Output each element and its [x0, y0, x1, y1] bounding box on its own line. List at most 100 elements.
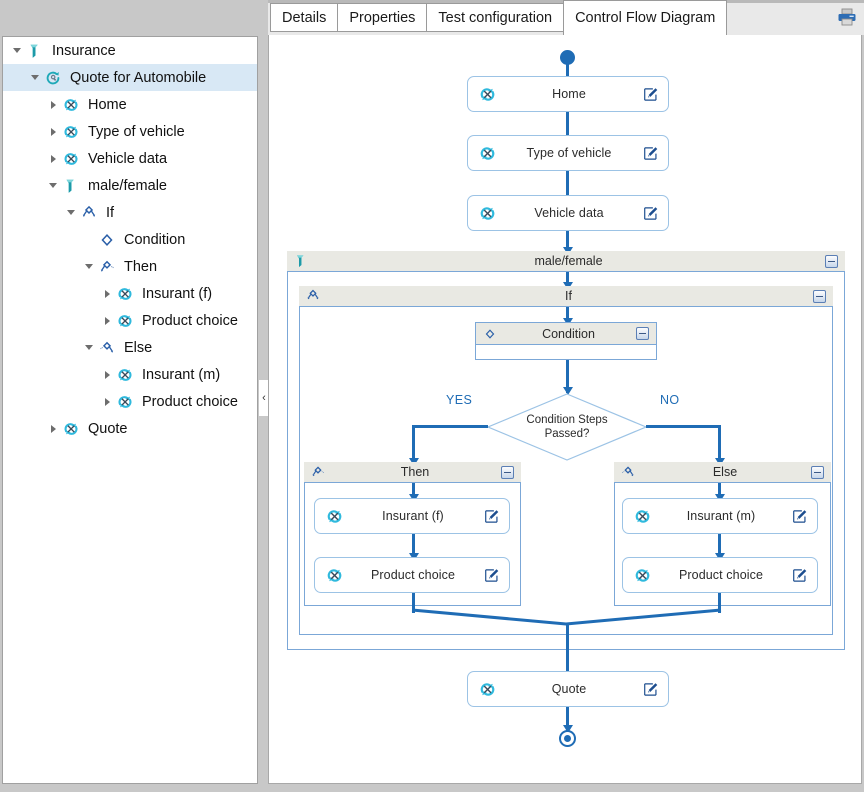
sidebar-item-product-choice[interactable]: Product choice: [3, 388, 257, 415]
expand-arrow-icon[interactable]: [47, 98, 60, 111]
node-product-choice-then[interactable]: Product choice: [314, 557, 510, 593]
end-node[interactable]: [559, 730, 576, 747]
collapse-arrow-icon[interactable]: [29, 71, 42, 84]
tab-properties[interactable]: Properties: [337, 3, 428, 32]
sidebar-collapse-handle[interactable]: ‹: [259, 380, 269, 416]
sidebar-item-label: Insurant (m): [142, 366, 221, 383]
sidebar-item-if[interactable]: If: [3, 199, 257, 226]
tab-control-flow-diagram[interactable]: Control Flow Diagram: [563, 0, 728, 35]
service-icon: [62, 149, 82, 169]
condition-label: Condition: [542, 326, 595, 341]
sidebar-item-type-of-vehicle[interactable]: Type of vehicle: [3, 118, 257, 145]
expand-arrow-icon[interactable]: [101, 314, 114, 327]
edge-yes-vertical: [412, 425, 415, 464]
collapse-button[interactable]: [825, 254, 838, 268]
sidebar-item-product-choice[interactable]: Product choice: [3, 307, 257, 334]
edge-no-vertical: [718, 425, 721, 464]
collapse-arrow-icon[interactable]: [47, 179, 60, 192]
node-home[interactable]: Home: [467, 76, 669, 112]
sidebar-item-condition[interactable]: Condition: [3, 226, 257, 253]
node-label: Home: [552, 87, 586, 101]
print-button[interactable]: [834, 5, 860, 29]
expand-arrow-icon[interactable]: [47, 152, 60, 165]
edge-if-condition: [566, 307, 569, 324]
collapse-button[interactable]: [811, 465, 824, 479]
expand-arrow-icon[interactable]: [47, 422, 60, 435]
tab-test-configuration[interactable]: Test configuration: [426, 3, 565, 32]
container-label: male/female: [534, 254, 603, 268]
sidebar-item-vehicle-data[interactable]: Vehicle data: [3, 145, 257, 172]
printer-icon: [836, 6, 858, 28]
expand-arrow-icon[interactable]: [101, 368, 114, 381]
collapse-button[interactable]: [501, 465, 514, 479]
service-icon: [474, 85, 500, 104]
edit-icon[interactable]: [638, 205, 662, 222]
sidebar-item-label: Insurant (f): [142, 285, 213, 302]
sidebar-item-insurance[interactable]: Insurance: [3, 37, 257, 64]
node-insurant-m[interactable]: Insurant (m): [622, 498, 818, 534]
decision-diamond[interactable]: Condition Steps Passed?: [487, 393, 647, 461]
collapse-arrow-icon[interactable]: [65, 206, 78, 219]
collapse-button[interactable]: [636, 327, 649, 340]
edge-home-typeveh: [566, 112, 569, 138]
sidebar-item-label: Product choice: [142, 393, 238, 410]
container-header-if[interactable]: If: [299, 286, 833, 307]
sidebar-item-else[interactable]: Else: [3, 334, 257, 361]
collapse-button[interactable]: [813, 289, 826, 303]
edge-quote-end: [566, 707, 569, 734]
container-header-then[interactable]: Then: [304, 462, 521, 483]
sidebar-item-label: If: [106, 204, 115, 221]
sidebar-item-quote[interactable]: Quote: [3, 415, 257, 442]
expand-arrow-icon[interactable]: [101, 395, 114, 408]
expand-arrow-icon[interactable]: [47, 125, 60, 138]
condition-icon: [98, 230, 118, 250]
sidebar-item-male-female[interactable]: male/female: [3, 172, 257, 199]
container-header-male-female[interactable]: male/female: [287, 251, 845, 272]
edit-icon[interactable]: [787, 508, 811, 525]
condition-header[interactable]: Condition: [476, 323, 656, 345]
service-icon: [474, 144, 500, 163]
edge-merge-quote: [566, 623, 569, 680]
sidebar-item-then[interactable]: Then: [3, 253, 257, 280]
edge-typeveh-vehdata: [566, 171, 569, 197]
container-header-else[interactable]: Else: [614, 462, 831, 483]
node-type-of-vehicle[interactable]: Type of vehicle: [467, 135, 669, 171]
service-icon: [629, 566, 655, 585]
edit-icon[interactable]: [479, 567, 503, 584]
node-vehicle-data[interactable]: Vehicle data: [467, 195, 669, 231]
edit-icon[interactable]: [638, 86, 662, 103]
node-condition[interactable]: Condition: [475, 322, 657, 360]
chevron-left-icon: ‹: [262, 392, 266, 404]
sidebar-item-label: Insurance: [52, 42, 116, 59]
edge-else-merge: [718, 593, 721, 613]
branch-label-no: NO: [660, 393, 680, 407]
node-product-choice-else[interactable]: Product choice: [622, 557, 818, 593]
edit-icon[interactable]: [638, 681, 662, 698]
tab-details[interactable]: Details: [270, 3, 339, 32]
then-icon: [98, 257, 118, 277]
sidebar-item-home[interactable]: Home: [3, 91, 257, 118]
start-node[interactable]: [560, 50, 575, 65]
sidebar-item-insurant-f[interactable]: Insurant (f): [3, 280, 257, 307]
edit-icon[interactable]: [787, 567, 811, 584]
node-insurant-f[interactable]: Insurant (f): [314, 498, 510, 534]
node-quote[interactable]: Quote: [467, 671, 669, 707]
control-flow-diagram-panel[interactable]: Home Type of vehicle: [268, 35, 862, 784]
sidebar-item-insurant-m[interactable]: Insurant (m): [3, 361, 257, 388]
expand-arrow-icon[interactable]: [101, 287, 114, 300]
edit-icon[interactable]: [638, 145, 662, 162]
tab-label: Properties: [349, 9, 416, 26]
if-icon: [80, 203, 100, 223]
collapse-arrow-icon[interactable]: [83, 260, 96, 273]
then-icon: [307, 464, 329, 480]
else-icon: [617, 464, 639, 480]
sidebar-item-label: Else: [124, 339, 153, 356]
sidebar-item-quote-for-automobile[interactable]: Quote for Automobile: [3, 64, 257, 91]
collapse-arrow-icon[interactable]: [83, 341, 96, 354]
edit-icon[interactable]: [479, 508, 503, 525]
collapse-arrow-icon[interactable]: [11, 44, 24, 57]
node-label: Insurant (f): [382, 509, 444, 523]
else-icon: [98, 338, 118, 358]
service-icon: [116, 311, 136, 331]
